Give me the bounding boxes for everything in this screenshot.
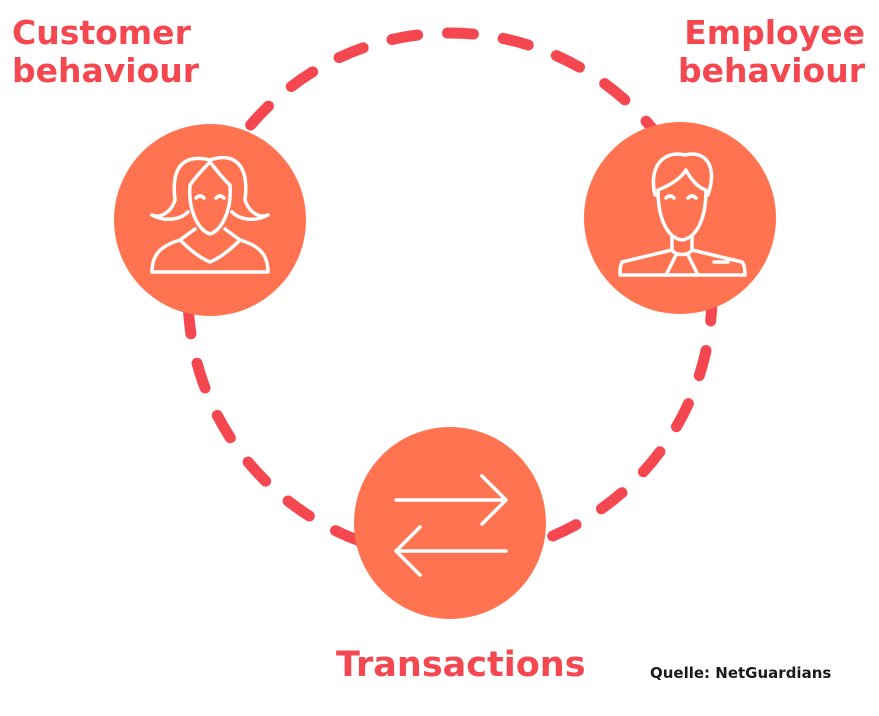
transactions-node xyxy=(354,427,546,619)
customer-label-line1: Customer xyxy=(12,13,191,52)
employee-label-line2: behaviour xyxy=(677,50,865,90)
man-avatar-icon xyxy=(618,152,747,277)
source-credit: Quelle: NetGuardians xyxy=(650,664,832,682)
employee-behaviour-label: Employee behaviour xyxy=(678,14,865,90)
transactions-label: Transactions xyxy=(336,645,586,685)
exchange-arrows-icon xyxy=(394,474,508,577)
employee-label-line1: Employee xyxy=(684,13,865,52)
woman-avatar-icon xyxy=(150,155,270,274)
customer-label-line2: behaviour xyxy=(12,50,200,90)
customer-node xyxy=(114,124,306,316)
employee-node xyxy=(584,122,776,314)
customer-behaviour-label: Customer behaviour xyxy=(12,14,199,90)
